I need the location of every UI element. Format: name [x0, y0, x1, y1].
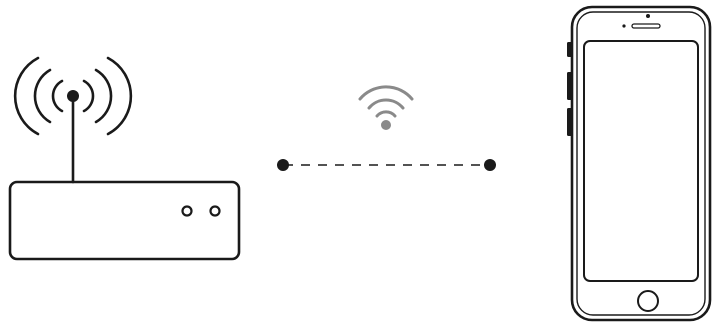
wifi-signal-icon	[360, 87, 412, 130]
connection-endpoint-right	[484, 159, 496, 171]
router-wave-right-middle	[96, 70, 111, 122]
router-light-2	[211, 207, 220, 216]
wifi-router-icon	[10, 58, 239, 259]
smartphone-icon	[567, 7, 710, 320]
router-wave-right-inner	[84, 81, 93, 111]
phone-home-button	[638, 291, 658, 311]
router-antenna-tip	[67, 90, 79, 102]
router-body	[10, 182, 239, 259]
router-light-1	[183, 207, 192, 216]
phone-sensor	[622, 24, 625, 27]
connection-link	[277, 159, 496, 171]
signal-arc-outer	[360, 87, 412, 99]
signal-dot	[381, 120, 391, 130]
phone-screen	[584, 41, 698, 281]
phone-inner-bezel	[577, 12, 705, 315]
phone-body	[572, 7, 710, 320]
phone-camera	[646, 14, 650, 18]
signal-arc-inner	[377, 112, 395, 116]
router-wave-left-inner	[53, 81, 62, 111]
router-wave-left-middle	[35, 70, 50, 122]
phone-speaker	[632, 24, 660, 28]
connection-endpoint-left	[277, 159, 289, 171]
signal-arc-middle	[369, 100, 403, 108]
